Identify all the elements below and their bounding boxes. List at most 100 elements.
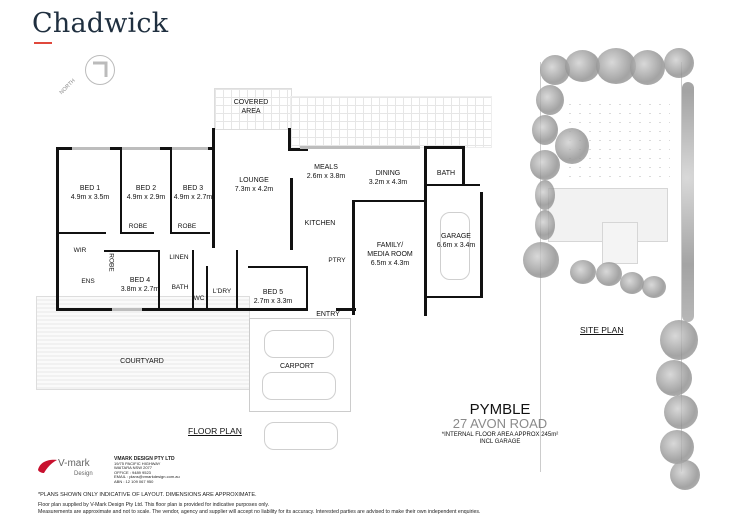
wall [56,147,59,309]
wall [56,308,112,311]
room-label-courtyard: COURTYARD [120,358,164,365]
courtyard-paving [36,296,250,390]
tree-icon [664,395,698,429]
tree-icon [656,360,692,396]
wall [424,184,480,186]
car-icon [262,372,336,400]
tree-icon [670,460,700,490]
room-label-pantry: PTRY [328,257,346,264]
tree-icon [682,82,694,322]
room-label-robe-bed3: ROBE [177,223,197,230]
wall [160,147,172,150]
wall [212,128,215,248]
tree-icon [536,85,564,115]
wall [288,128,291,150]
wall [120,147,122,232]
north-label: NORTH [58,77,77,97]
tree-icon [555,128,589,164]
site-plan-title: SITE PLAN [580,325,624,335]
wall [56,147,72,150]
room-label-wir: WIR [73,247,87,254]
garage-car-icon [440,212,470,280]
wall [170,147,172,232]
wall [352,200,355,315]
site-roof-gable [602,222,638,264]
tree-icon [660,430,694,464]
designer-details: VMARK DESIGN PTY LTD 19/75 PACIFIC HIGHW… [114,456,180,484]
room-label-wc: WC [193,295,205,302]
room-label-entry: ENTRY [316,311,340,318]
wall [424,296,482,298]
room-label-bath: BATH [171,284,189,291]
wall [170,232,210,234]
room-label-carport: CARPORT [279,363,315,370]
disclaimer-line-2: Measurements are approximate and not to … [38,509,481,515]
window [300,146,420,149]
wall [336,308,356,311]
window [122,147,160,150]
tree-icon [596,262,622,286]
disclaimer-line-1: Floor plan supplied by V-Mark Design Pty… [38,502,270,508]
tree-icon [532,115,558,145]
wall [56,232,106,234]
room-label-ensuite: ENS [81,278,95,285]
room-label-bath-garage: BATH [436,170,456,177]
tree-icon [630,50,665,85]
plans-notice: *PLANS SHOWN ONLY INDICATIVE OF LAYOUT. … [38,492,257,498]
carport-outline [249,318,351,412]
window [72,147,110,150]
wall [208,147,214,150]
tree-icon [664,48,694,78]
wall [142,308,308,311]
wall [424,146,427,316]
vmark-logo-icon [36,458,58,474]
tree-icon [620,272,644,294]
wall [306,266,308,310]
wall [480,192,483,298]
window [172,147,208,150]
wall [248,266,308,268]
room-label-robe-bed4: ROBE [107,253,115,272]
tree-icon [530,150,560,180]
wall [352,200,426,202]
property-suburb: PYMBLE [469,401,531,418]
deck-area [290,96,492,148]
wall [462,146,465,186]
wall [290,178,293,250]
tree-icon [523,242,559,278]
floor-plan-title: FLOOR PLAN [188,426,242,436]
tree-icon [570,260,596,284]
wall [236,250,238,310]
wall [104,250,159,252]
tree-icon [535,180,555,210]
wall [120,232,154,234]
wall [158,250,160,310]
tree-icon [642,276,666,298]
room-label-laundry: L'DRY [212,288,232,295]
brand-accent-underline [34,42,52,44]
room-label-linen: LINEN [169,254,189,261]
wall [192,250,194,310]
car-icon [264,330,334,358]
tree-icon [596,48,636,84]
brand-title: Chadwick [32,8,169,39]
wall [110,147,122,150]
wall [288,148,308,151]
room-label-robe-bed2: ROBE [128,223,148,230]
window [112,308,142,311]
tree-icon [535,210,555,240]
property-address: 27 AVON ROAD [452,416,548,431]
